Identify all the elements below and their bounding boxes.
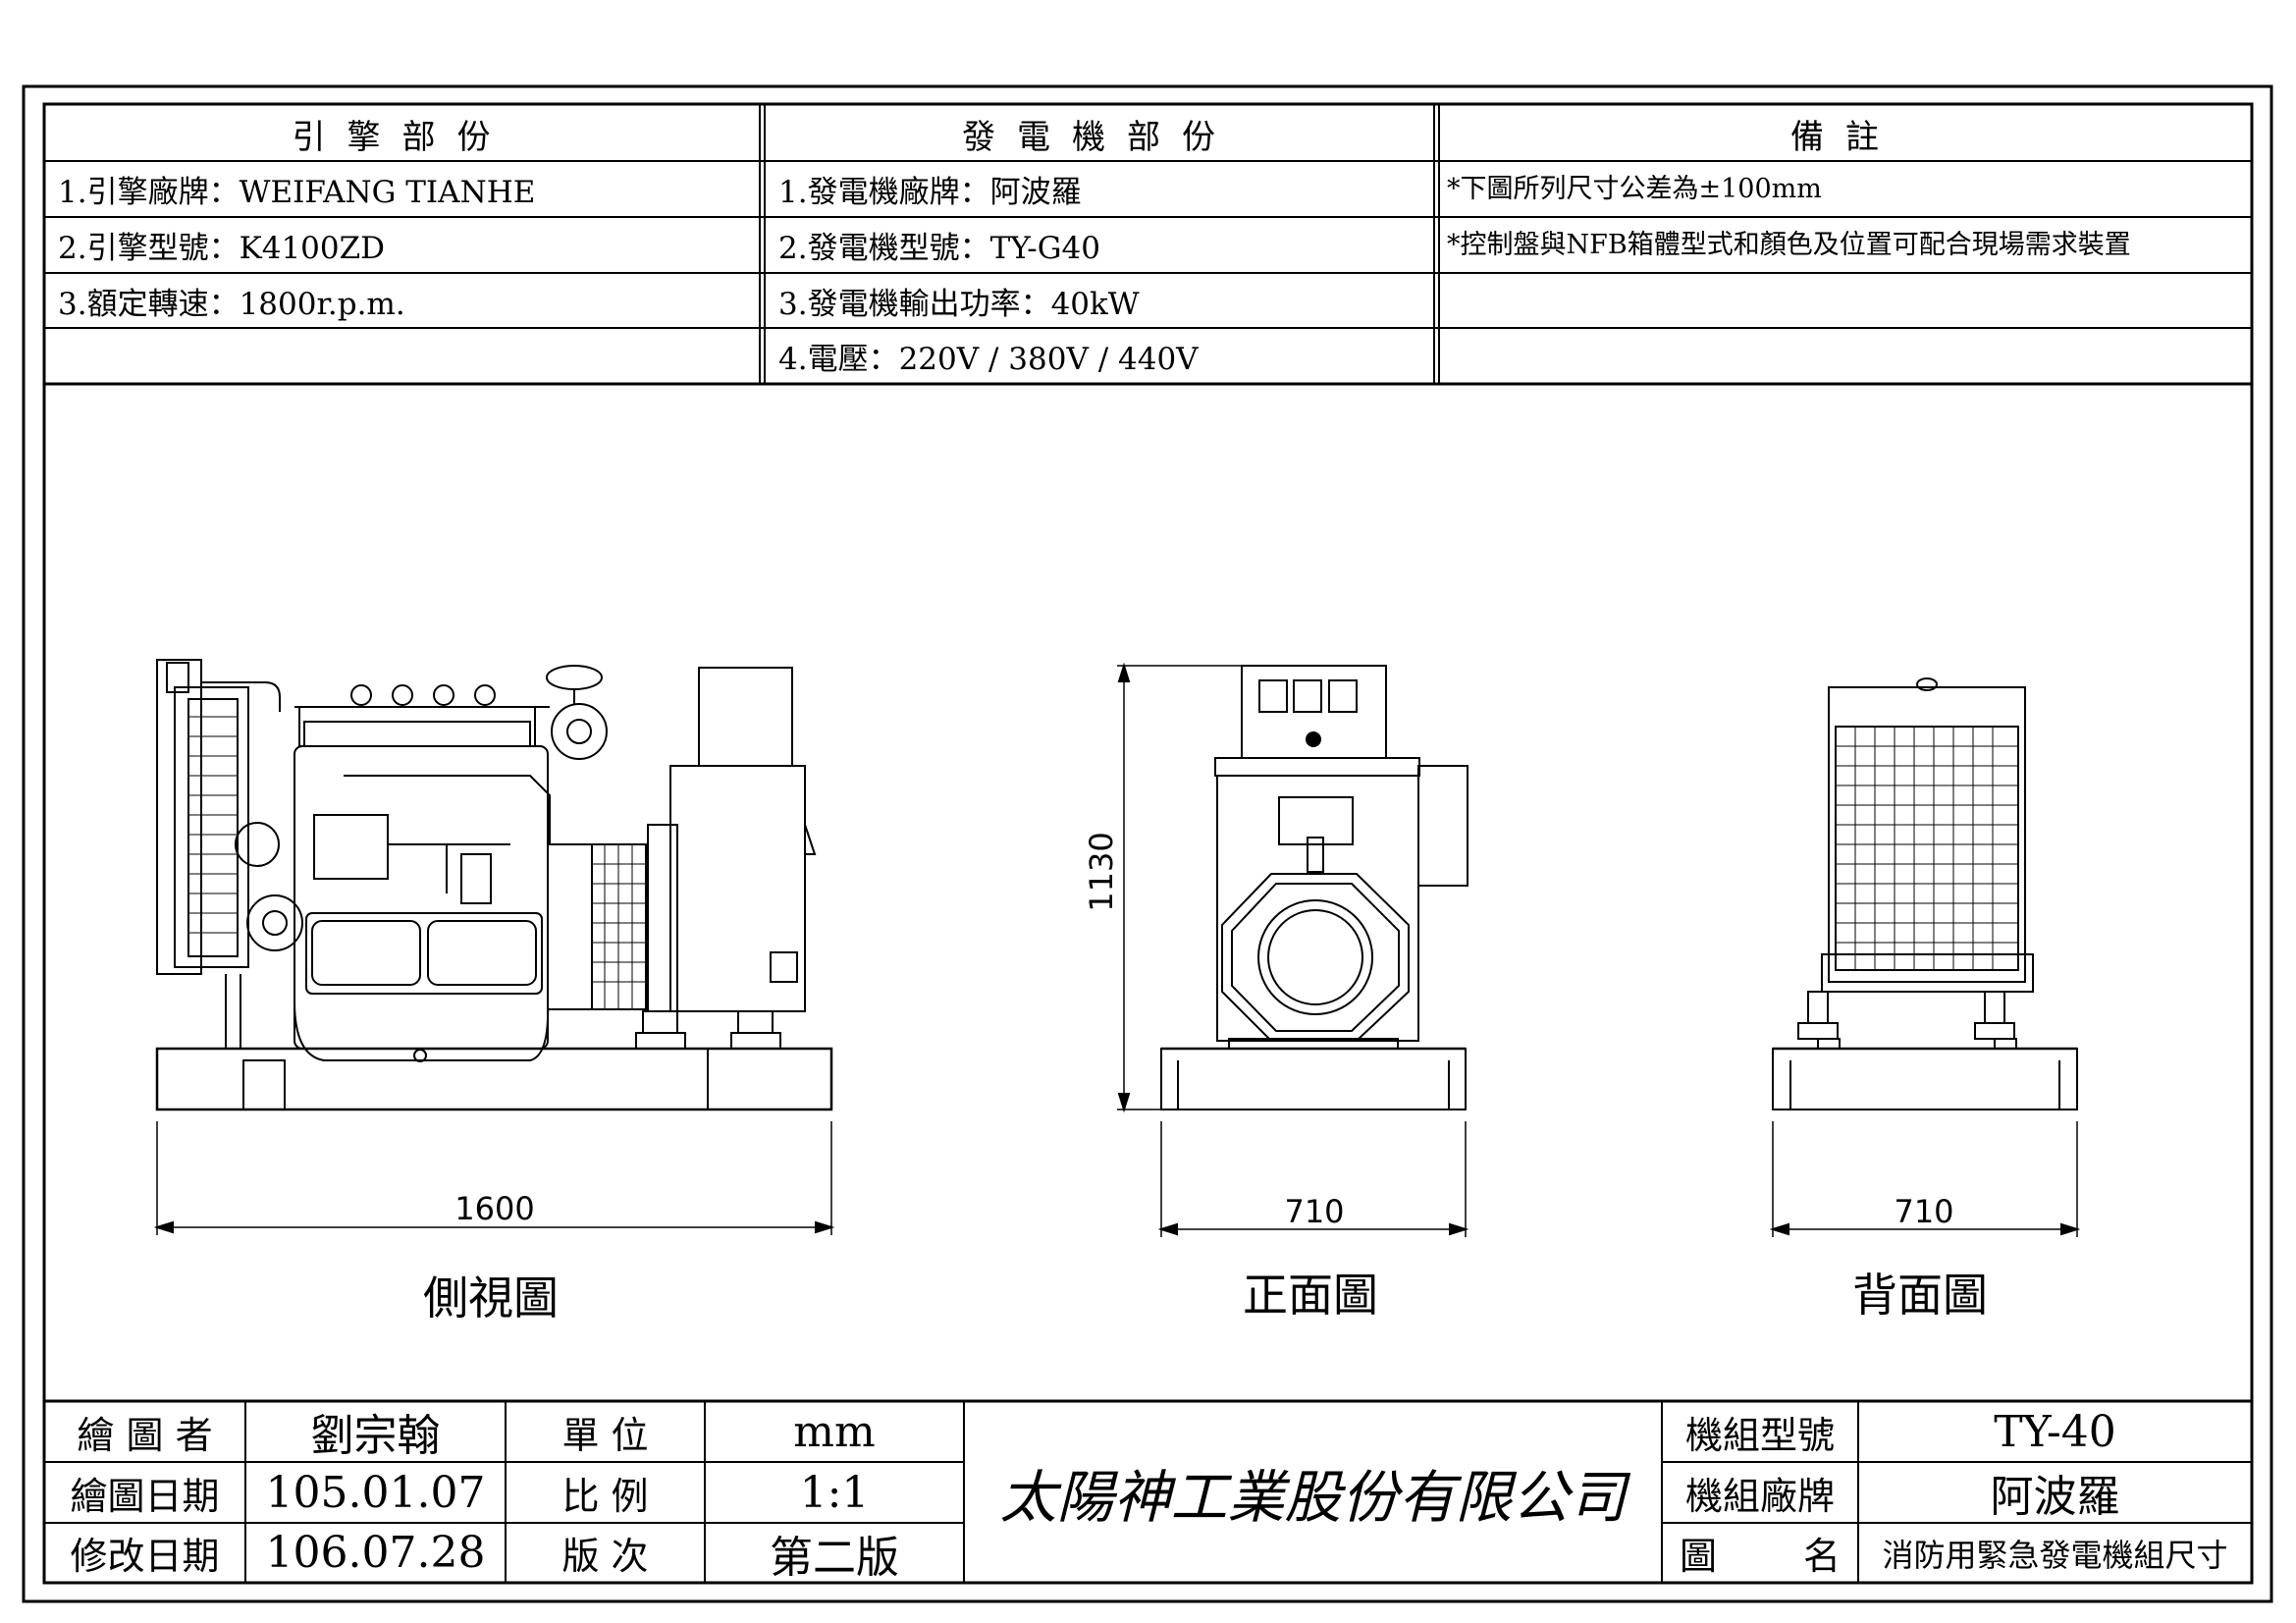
generator-section-header: 發電機部份	[962, 117, 1237, 157]
generator-output: 3.發電機輸出功率：40kW	[778, 286, 1140, 322]
title-block-lines	[44, 1399, 2252, 1583]
drawing-name-label-char-2: 名	[1802, 1535, 1841, 1578]
side-view-caption: 側視圖	[423, 1271, 559, 1325]
model-label: 機組型號	[1684, 1413, 1835, 1457]
front-height-dimension: 1130	[1083, 832, 1120, 912]
remark-tolerance: *下圖所列尺寸公差為±100mm	[1447, 174, 1822, 204]
spec-table-lines	[44, 104, 2252, 386]
engine-section-header: 引擎部份	[292, 117, 512, 157]
revised-date-label: 修改日期	[70, 1535, 220, 1578]
drawing-name-value: 消防用緊急發電機組尺寸	[1882, 1536, 2228, 1574]
brand-label: 機組廠牌	[1684, 1474, 1835, 1518]
front-width-dimension: 710	[1284, 1193, 1345, 1230]
version-value: 第二版	[770, 1532, 899, 1583]
model-value: TY-40	[1994, 1406, 2116, 1457]
outer-border	[22, 84, 2273, 1603]
back-width-dimension: 710	[1894, 1193, 1954, 1230]
front-view-drawing	[1117, 662, 1469, 1237]
remark-control-panel: *控制盤與NFB箱體型式和顏色及位置可配合現場需求裝置	[1447, 230, 2131, 260]
remarks-section-header: 備註	[1790, 117, 1900, 157]
drawer-label: 繪 圖 者	[77, 1413, 213, 1457]
back-view-drawing	[1769, 677, 2081, 1237]
engine-model: 2.引擎型號：K4100ZD	[58, 231, 386, 266]
version-label: 版 次	[561, 1535, 649, 1578]
engine-brand: 1.引擎廠牌：WEIFANG TIANHE	[58, 175, 536, 210]
front-view-caption: 正面圖	[1243, 1269, 1378, 1322]
back-view-caption: 背面圖	[1852, 1269, 1988, 1322]
drawing-name-label-char-1: 圖	[1680, 1535, 1718, 1578]
inner-border	[42, 102, 2254, 1585]
draw-date: 105.01.07	[265, 1467, 486, 1518]
drawer-name: 劉宗翰	[310, 1411, 441, 1461]
draw-date-label: 繪圖日期	[70, 1474, 220, 1518]
drawing-name-label: 圖 名	[1662, 1523, 1858, 1583]
generator-brand: 1.發電機廠牌：阿波羅	[778, 175, 1082, 210]
generator-voltage: 4.電壓：220V / 380V / 440V	[778, 342, 1199, 377]
side-length-dimension: 1600	[454, 1190, 535, 1227]
revised-date: 106.07.28	[265, 1528, 486, 1578]
side-view-drawing	[153, 659, 835, 1235]
unit-value: mm	[793, 1406, 876, 1457]
unit-label: 單 位	[561, 1413, 649, 1457]
company-name: 太陽神工業股份有限公司	[999, 1463, 1627, 1531]
generator-model: 2.發電機型號：TY-G40	[778, 231, 1100, 266]
engine-rated-speed: 3.額定轉速：1800r.p.m.	[58, 286, 405, 322]
scale-value: 1:1	[799, 1467, 870, 1518]
scale-label: 比 例	[561, 1474, 649, 1518]
brand-value: 阿波羅	[1990, 1472, 2120, 1522]
